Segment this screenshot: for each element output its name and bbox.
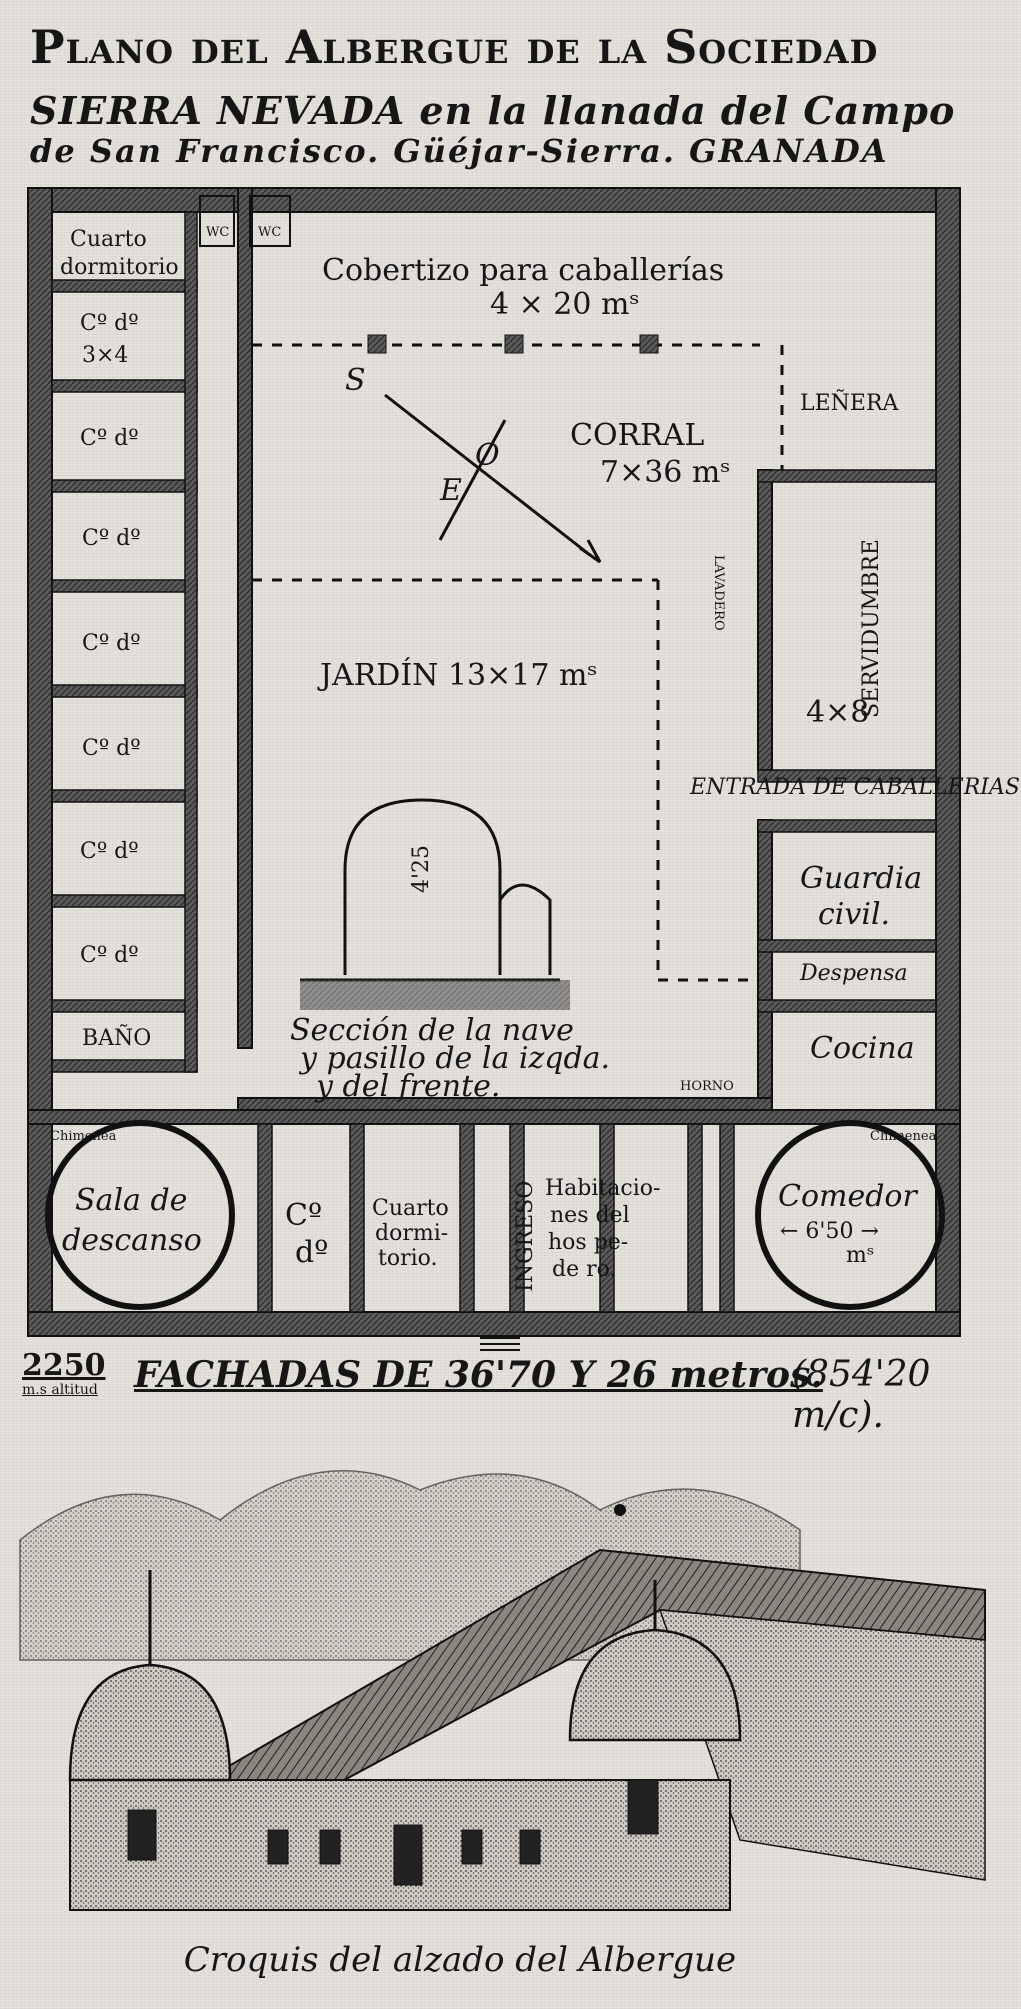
arch-base-hatch xyxy=(300,980,570,1010)
posts xyxy=(367,334,659,354)
comedor-unit: mˢ xyxy=(846,1243,874,1268)
horno-label: HORNO xyxy=(680,1079,734,1094)
sala-label-2: descanso xyxy=(62,1223,202,1258)
facades-label: FACHADAS DE 36'70 Y 26 metros. xyxy=(134,1354,823,1396)
dashed-divisions xyxy=(252,343,784,982)
chimenea-label-2: Chimenea xyxy=(870,1129,937,1144)
despensa-label: Despensa xyxy=(799,961,908,986)
stair-marks xyxy=(480,1337,520,1351)
plan-title-line-2: SIERRA NEVADA en la llanada del Campo xyxy=(30,88,956,133)
habitaciones-2: nes del xyxy=(550,1203,630,1228)
room-cd-4: Cº dº xyxy=(82,526,141,551)
seccion-label-3: y del frente. xyxy=(314,1069,500,1104)
cobertizo-label: Cobertizo para caballerías xyxy=(322,253,724,288)
seccion-label-2: y pasillo de la izqda. xyxy=(298,1041,610,1076)
right-dome xyxy=(568,1628,742,1742)
servidumbre-size: 4×8 xyxy=(806,695,869,730)
seccion-label-1: Sección de la nave xyxy=(290,1013,574,1048)
front-rooms xyxy=(257,1123,735,1313)
wing-wall xyxy=(658,1609,986,1881)
wc-fixtures xyxy=(199,195,291,247)
elevation-sketch xyxy=(19,1470,986,1911)
servidumbre-label: SERVIDUMBRE xyxy=(859,539,884,718)
room-cuarto-dormitorio-1b: dormitorio xyxy=(60,255,179,280)
room-cd-6: Cº dº xyxy=(82,736,141,761)
altitude-value: 2250 xyxy=(22,1348,106,1383)
compass-s: S xyxy=(345,363,366,398)
entrada-label: ENTRADA DE CABALLERIAS xyxy=(689,775,1020,800)
cd-bottom-2: dº xyxy=(295,1235,328,1270)
facade-windows xyxy=(127,1779,659,1886)
habitaciones-4: de ro. xyxy=(552,1257,616,1282)
comedor-round-room xyxy=(755,1120,945,1310)
room-cd-7: Cº dº xyxy=(80,839,139,864)
floor-plan: WC WC S E O 4'25 Cuarto dormitorio Cº dº… xyxy=(27,187,1020,1351)
room-cd-8: Cº dº xyxy=(80,943,139,968)
room-cd-3x4-a: Cº dº xyxy=(80,311,139,336)
room-cd-3x4-b: 3×4 xyxy=(82,343,128,368)
lenera-label: LEÑERA xyxy=(800,388,900,416)
cuarto-bottom-1: Cuarto xyxy=(372,1196,449,1221)
right-rooms xyxy=(757,469,937,1013)
altitude-unit: m.s altitud xyxy=(22,1382,98,1398)
corral-size: 7×36 mˢ xyxy=(600,455,731,490)
compass-e: E xyxy=(439,473,462,508)
cobertizo-size: 4 × 20 mˢ xyxy=(490,287,640,322)
sala-round-room xyxy=(45,1120,235,1310)
compass-icon xyxy=(384,393,602,564)
compass-o: O xyxy=(475,438,500,473)
habitaciones-1: Habitacio- xyxy=(545,1176,660,1201)
wc-label-1: WC xyxy=(206,225,229,240)
guardia-label: Guardia xyxy=(800,861,922,896)
guardia-label-2: civil. xyxy=(818,897,890,932)
habitaciones-3: hos pe- xyxy=(548,1230,628,1255)
peak-marker xyxy=(614,1504,626,1516)
outer-walls xyxy=(27,187,961,1337)
ingreso-label: INGRESO xyxy=(513,1181,538,1292)
plan-title-line-1: Plano del Albergue de la Sociedad xyxy=(30,20,879,74)
comedor-size: ← 6'50 → xyxy=(780,1219,879,1244)
area-label: (854'20 m/c). xyxy=(792,1354,931,1436)
cd-bottom-1: Cº xyxy=(285,1198,322,1233)
jardin-label: JARDÍN 13×17 mˢ xyxy=(317,657,598,693)
cuarto-bottom-2: dormi- xyxy=(375,1221,448,1246)
sala-label-1: Sala de xyxy=(75,1183,187,1218)
cuarto-bottom-3: torio. xyxy=(378,1246,438,1271)
corral-label: CORRAL xyxy=(570,418,704,453)
room-bano: BAÑO xyxy=(82,1023,151,1051)
room-cuarto-dormitorio-1a: Cuarto xyxy=(70,227,147,252)
room-cd-5: Cº dº xyxy=(82,631,141,656)
chimenea-label-1: Chimenea xyxy=(50,1129,117,1144)
plan-footer: 2250 m.s altitud FACHADAS DE 36'70 Y 26 … xyxy=(22,1348,1002,1436)
cocina-label: Cocina xyxy=(810,1031,915,1066)
left-rooms xyxy=(51,211,198,1073)
wc-label-2: WC xyxy=(258,225,281,240)
comedor-label: Comedor xyxy=(778,1179,918,1214)
room-cd-3: Cº dº xyxy=(80,426,139,451)
left-dome xyxy=(68,1663,232,1782)
plan-title-line-3: de San Francisco. Güéjar-Sierra. GRANADA xyxy=(30,132,889,170)
seccion-height: 4'25 xyxy=(409,845,434,893)
sketch-caption: Croquis del alzado del Albergue xyxy=(183,1940,737,1980)
lavadero-label: LAVADERO xyxy=(711,555,726,631)
